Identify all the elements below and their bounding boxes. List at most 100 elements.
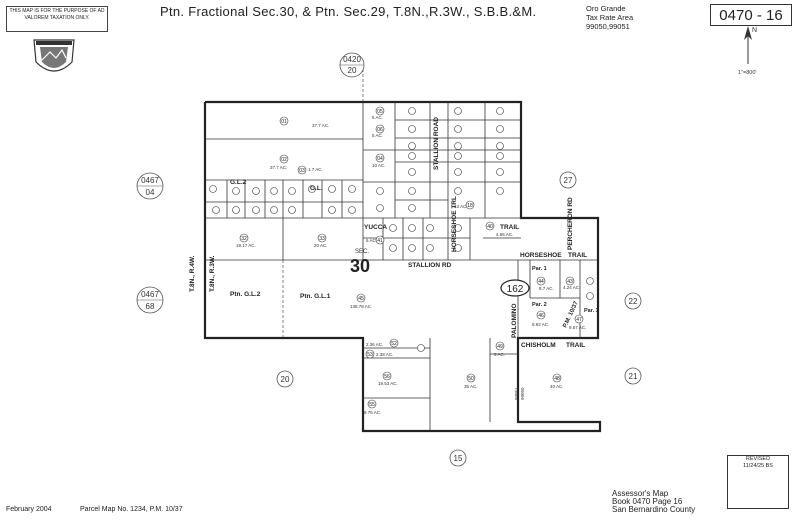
acreage-label: 8.7 AC. bbox=[539, 286, 554, 291]
svg-text:20: 20 bbox=[348, 66, 357, 75]
acreage-label: 13 AC. bbox=[454, 204, 468, 209]
acreage-label: 37.7 AC. bbox=[312, 123, 329, 128]
tax-area-boundary-labels: 99051 99050 bbox=[514, 387, 525, 400]
acreage-label: 35 AC. bbox=[464, 384, 478, 389]
parcel-circle: 04 bbox=[375, 153, 385, 163]
area-label: Tax Rate Area bbox=[586, 13, 634, 22]
parcel-circle: 33 bbox=[317, 233, 327, 243]
svg-text:40: 40 bbox=[487, 224, 493, 230]
disclaimer-box: THIS MAP IS FOR THE PURPOSE OF AD VALORE… bbox=[6, 6, 108, 32]
acreage-label: 5 AC. bbox=[372, 115, 383, 120]
road-label: HORSESHOE TRL bbox=[451, 196, 458, 252]
adjacent-map-circle: 0467 04 bbox=[136, 172, 164, 200]
revision-box: REVISED 11/24/25 BS bbox=[727, 455, 789, 509]
acreage-label: 2.38 AC. bbox=[376, 352, 393, 357]
svg-text:0467: 0467 bbox=[141, 290, 159, 299]
parcel-circle: 32 bbox=[239, 233, 249, 243]
lot-label: G.L.2 bbox=[230, 179, 247, 186]
tax-code-label: 99050 bbox=[520, 387, 525, 400]
svg-text:0467: 0467 bbox=[141, 176, 159, 185]
svg-text:20: 20 bbox=[281, 375, 290, 384]
township-label: T.8N., R.3W. bbox=[209, 255, 216, 292]
road-label: TRAIL bbox=[568, 252, 587, 259]
road-label: TRAIL bbox=[566, 342, 585, 349]
revised-label: REVISED bbox=[745, 456, 771, 462]
adjacent-map-circle: 0467 68 bbox=[136, 286, 164, 314]
svg-text:55: 55 bbox=[369, 402, 375, 408]
revised-date: 11/24/25 BS bbox=[743, 463, 773, 469]
acreage-label: 9.76 AC. bbox=[364, 410, 381, 415]
parcel-circle: 40 bbox=[485, 221, 495, 231]
acreage-label: 5 AC. bbox=[366, 238, 377, 243]
section-circle: 22 bbox=[624, 292, 642, 310]
parcel-circle: 50 bbox=[466, 373, 476, 383]
svg-text:47: 47 bbox=[576, 317, 582, 323]
road-label: STALLION RD bbox=[408, 262, 452, 269]
parcel-circle: 05 bbox=[375, 106, 385, 116]
svg-text:48: 48 bbox=[554, 376, 560, 382]
acreage-label: 19.17 AC. bbox=[236, 243, 256, 248]
parcel-circle: 45 bbox=[356, 293, 366, 303]
township-label: T.8N., R.4W. bbox=[189, 255, 196, 292]
svg-text:15: 15 bbox=[454, 454, 463, 463]
svg-text:06: 06 bbox=[377, 127, 383, 133]
book-county: San Bernardino County bbox=[612, 505, 696, 514]
parcel-map-reference: Parcel Map No. 1234, P.M. 10/37 bbox=[80, 506, 183, 513]
lot-label: G.L. bbox=[310, 185, 323, 192]
parcel-circle: 53 bbox=[365, 349, 375, 359]
road-label: CHISHOLM bbox=[521, 342, 556, 349]
svg-text:21: 21 bbox=[629, 372, 638, 381]
section-prefix: SEC. bbox=[355, 249, 369, 255]
parcel-circle: 46 bbox=[536, 310, 546, 320]
book-reference: Assessor's Map Book 0470 Page 16 San Ber… bbox=[612, 490, 695, 514]
parcel-circle: 48 bbox=[552, 373, 562, 383]
parcel-circle: 01 bbox=[279, 116, 289, 126]
road-label: HORSESHOE bbox=[520, 252, 562, 259]
acreage-label: 20 AC. bbox=[314, 243, 328, 248]
svg-text:N: N bbox=[752, 27, 757, 34]
section-circle: 21 bbox=[624, 367, 642, 385]
parcel-circle: 43 bbox=[565, 276, 575, 286]
parcel-circle: 41 bbox=[375, 235, 385, 245]
svg-text:45: 45 bbox=[358, 296, 364, 302]
svg-text:04: 04 bbox=[146, 188, 155, 197]
section-circle: 27 bbox=[559, 171, 577, 189]
road-label: PERCHERON RD bbox=[567, 197, 574, 250]
parcel-circle: 18 bbox=[465, 200, 475, 210]
parcel-map-oval bbox=[500, 279, 530, 297]
scale-label: 1"=800' bbox=[738, 70, 756, 76]
svg-text:0420: 0420 bbox=[343, 55, 361, 64]
parcel-circle: 44 bbox=[536, 276, 546, 286]
acreage-label: 1.7 AC. bbox=[308, 167, 323, 172]
par-label: Par. 3 bbox=[584, 308, 599, 314]
county-seal-icon bbox=[33, 39, 75, 72]
parcel-circle: 52 bbox=[389, 338, 399, 348]
book-page: Book 0470 Page 16 bbox=[612, 497, 683, 506]
road-label: PALOMINO bbox=[511, 303, 518, 338]
tax-code-label: 99051 bbox=[514, 387, 519, 400]
svg-text:49: 49 bbox=[497, 344, 503, 350]
parcel-circle: 55 bbox=[367, 399, 377, 409]
map-date: February 2004 bbox=[6, 506, 52, 513]
parcel-circle: 03 bbox=[297, 165, 307, 175]
svg-text:22: 22 bbox=[629, 297, 638, 306]
acreage-label: 10 AC. bbox=[372, 163, 386, 168]
area-codes: 99050,99051 bbox=[586, 22, 630, 31]
acreage-label: 138.78 AC. bbox=[350, 304, 372, 309]
svg-text:04: 04 bbox=[377, 156, 383, 162]
svg-text:18: 18 bbox=[467, 203, 473, 209]
svg-text:46: 46 bbox=[538, 313, 544, 319]
north-arrow-icon: N bbox=[744, 26, 757, 64]
parcel-map-number: 162 bbox=[507, 284, 524, 295]
svg-text:53: 53 bbox=[367, 352, 373, 358]
svg-text:02: 02 bbox=[281, 157, 287, 163]
acreage-layer: 37.7 AC. 37.7 AC. 1.7 AC. 10 AC. 5 AC. 5… bbox=[236, 115, 586, 415]
parcel-circle: 49 bbox=[495, 341, 505, 351]
tract-labels: T.8N., R.4W. T.8N., R.3W. Ptn. G.L.2 Ptn… bbox=[189, 179, 599, 329]
svg-text:68: 68 bbox=[146, 302, 155, 311]
acreage-label: 19.53 AC. bbox=[378, 381, 398, 386]
adjacent-map-layer: 0420 20 0467 04 0467 68 27 22 21 20 15 bbox=[136, 52, 642, 467]
acreage-label: 5 AC. bbox=[372, 133, 383, 138]
adjacent-map-circle: 0420 20 bbox=[339, 52, 365, 78]
